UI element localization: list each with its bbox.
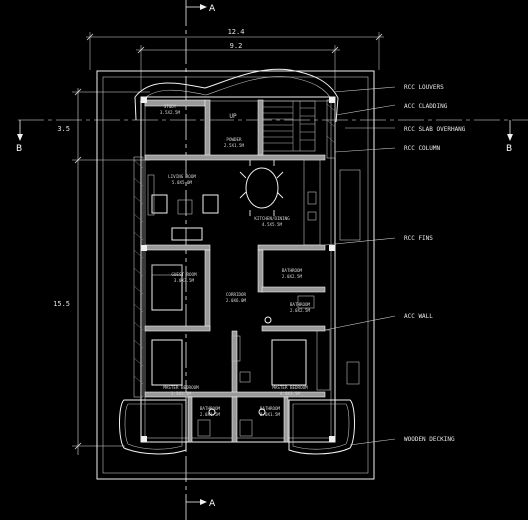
room-labels: STUDY 3.5X2.5M UP POWDER 2.5X1.5M LIVING… — [160, 104, 311, 417]
section-mark-right: B — [506, 144, 512, 154]
room-guest-size: 3.0X3.5M — [174, 278, 195, 283]
dimension-upper-depth: 3.5 — [57, 125, 70, 133]
interior-partitions — [144, 99, 326, 443]
furniture — [141, 97, 335, 442]
dimension-inner-width: 9.2 — [230, 42, 243, 50]
site-boundary-outer — [96, 70, 375, 480]
room-bathroom-1-size: 2.0X2.5M — [282, 274, 303, 279]
room-master-bedroom-2-size: 4.0X3.5M — [280, 391, 301, 396]
room-master-bedroom-1: MASTER BEDROOM — [163, 385, 199, 390]
room-living-size: 5.0X5.0M — [172, 180, 193, 185]
room-kitchen-dining: KITCHEN/DINING — [254, 216, 290, 221]
room-bathroom-4-size: 2.0X1.5M — [260, 412, 281, 417]
room-study: STUDY — [164, 104, 177, 109]
room-bathroom-3-size: 2.0X1.5M — [200, 412, 221, 417]
callout-rcc-fins: RCC FINS — [404, 235, 433, 242]
room-powder-size: 2.5X1.5M — [224, 143, 245, 148]
callouts: RCC LOUVERS ACC CLADDING RCC SLAB OVERHA… — [324, 84, 466, 446]
callout-rcc-louvers: RCC LOUVERS — [404, 84, 444, 91]
room-bathroom-3: BATHROOM — [200, 406, 221, 411]
callout-rcc-column: RCC COLUMN — [404, 145, 441, 152]
callout-acc-wall: ACC WALL — [404, 313, 433, 320]
room-bathroom-1: BATHROOM — [282, 268, 303, 273]
room-master-bedroom-2: MASTER BEDROOM — [272, 385, 308, 390]
room-guest: GUEST ROOM — [171, 272, 197, 277]
room-bathroom-2: BATHROOM — [290, 302, 311, 307]
rcc-louvers-canopy — [134, 68, 339, 123]
callout-rcc-slab-overhang: RCC SLAB OVERHANG — [404, 126, 466, 133]
callout-acc-cladding: ACC CLADDING — [404, 103, 448, 110]
dimension-lines: 12.4 9.2 3.5 15.5 — [53, 28, 384, 455]
room-living: LIVING ROOM — [168, 174, 196, 179]
room-up: UP — [229, 113, 237, 120]
room-corridor: CORRIDOR — [226, 292, 247, 297]
room-corridor-size: 2.0X6.0M — [226, 298, 247, 303]
room-master-bedroom-1-size: 3.5X3.5M — [171, 391, 192, 396]
section-mark-top: A — [209, 4, 216, 14]
room-study-size: 3.5X2.5M — [160, 110, 181, 115]
room-kitchen-dining-size: 4.5X5.5M — [262, 222, 283, 227]
room-bathroom-4: BATHROOM — [260, 406, 281, 411]
callout-wooden-decking: WOODEN DECKING — [404, 436, 455, 443]
dimension-overall-depth: 15.5 — [53, 300, 70, 308]
section-mark-bottom: A — [209, 499, 216, 509]
section-mark-left: B — [16, 144, 22, 154]
wooden-decking — [119, 399, 355, 455]
room-bathroom-2-size: 2.0X2.5M — [290, 308, 311, 313]
room-powder: POWDER — [226, 137, 242, 142]
dimension-overall-width: 12.4 — [228, 28, 245, 36]
